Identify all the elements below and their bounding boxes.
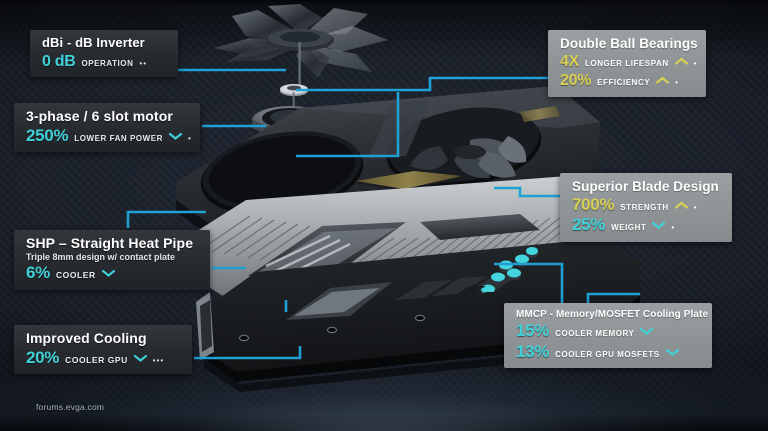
chevron-down-icon [652,216,666,233]
stat-dots: •• [139,58,148,68]
callout-stat-row: 13% COOLER GPU MOSFETS [516,341,700,361]
callout-double-ball-bearings[interactable]: Double Ball Bearings 4X LONGER LIFESPAN … [548,30,706,97]
callout-improved-cooling[interactable]: Improved Cooling 20% COOLER GPU ••• [14,325,192,375]
callout-title: 3-phase / 6 slot motor [26,108,173,124]
fan-blade-assembly [214,4,388,88]
callout-straight-heat-pipe[interactable]: SHP – Straight Heat Pipe Triple 8mm desi… [14,230,210,290]
stat-dots: • [675,78,679,88]
callout-title: Improved Cooling [26,330,147,346]
callout-stat-row: 700% STRENGTH • [572,195,720,215]
chevron-up-icon [656,71,670,88]
wire-mmcp [494,262,564,310]
chevron-up-icon [674,52,688,69]
stat-value: 6% [26,263,50,283]
stat-value: 20% [26,347,60,367]
stat-label: LOWER FAN POWER [74,133,163,143]
stat-value: 4X [560,53,579,71]
chevron-up-icon [674,196,688,213]
stat-value: 15% [516,321,550,341]
callout-stat-row: 15% COOLER MEMORY [516,321,700,341]
pcb-backplate-edge [204,308,640,392]
callout-title: dBi - dB Inverter [42,35,145,50]
stat-dots: • [693,59,698,69]
stat-value: 700% [572,195,615,215]
background-bottom-glow [0,367,768,431]
background-top-edge [0,0,768,6]
stat-value: 0 dB [42,52,76,70]
chevron-down-icon [133,349,147,366]
chevron-down-icon [640,322,654,339]
stat-value: 25% [572,215,606,235]
callout-stat-row: 25% WEIGHT • [572,215,720,235]
callout-stat-row: 20% EFFICIENCY • [560,72,694,89]
wire-shp-top [126,210,206,228]
callout-subtitle: Triple 8mm design w/ contact plate [26,251,176,262]
callout-title: Double Ball Bearings [560,36,698,51]
wire-blade [494,186,560,198]
callout-stat-row: 4X LONGER LIFESPAN • [560,52,697,71]
stat-label: LONGER LIFESPAN [584,59,669,69]
callout-mmcp-cooling-plate[interactable]: MMCP - Memory/MOSFET Cooling Plate 15% C… [504,303,712,368]
wire-bearing-lower [296,92,400,158]
chevron-down-icon [168,127,183,144]
stat-dots: • [671,223,676,233]
stat-dots: ••• [152,355,165,365]
callout-title: SHP – Straight Heat Pipe [26,235,194,251]
callout-dbi-inverter[interactable]: dBi - dB Inverter 0 dB OPERATION •• [30,30,178,77]
callout-title: Superior Blade Design [572,179,719,194]
callout-stat-row: 6% COOLER [26,264,198,282]
installed-fan-blades [410,136,527,179]
callout-stat-row: 20% COOLER GPU ••• [26,347,180,367]
stat-label: COOLER GPU MOSFETS [555,349,660,359]
stat-dots: • [187,133,192,143]
stat-label: STRENGTH [620,203,669,213]
wire-bearings [296,76,548,92]
callout-stat-row: 250% LOWER FAN POWER • [26,125,191,145]
stat-label: WEIGHT [611,223,647,233]
callout-title: MMCP - Memory/MOSFET Cooling Plate [516,309,709,320]
chevron-down-icon [665,343,679,360]
stat-label: COOLER [55,270,96,281]
stat-label: COOLER MEMORY [555,329,635,339]
chevron-down-icon [101,264,115,281]
stat-value: 13% [516,341,550,361]
stat-dots: • [693,203,698,213]
stat-value: 20% [560,72,592,90]
stat-label: OPERATION [81,58,134,68]
stat-label: COOLER GPU [65,354,128,365]
callout-superior-blade-design[interactable]: Superior Blade Design 700% STRENGTH • 25… [560,173,732,242]
watermark-text: forums.evga.com [36,402,105,412]
callout-stat-row: 0 dB OPERATION •• [42,53,166,70]
callout-three-phase-motor[interactable]: 3-phase / 6 slot motor 250% LOWER FAN PO… [14,103,200,153]
stat-label: EFFICIENCY [597,78,651,88]
wire-improved [194,346,302,360]
stat-value: 250% [26,125,69,145]
